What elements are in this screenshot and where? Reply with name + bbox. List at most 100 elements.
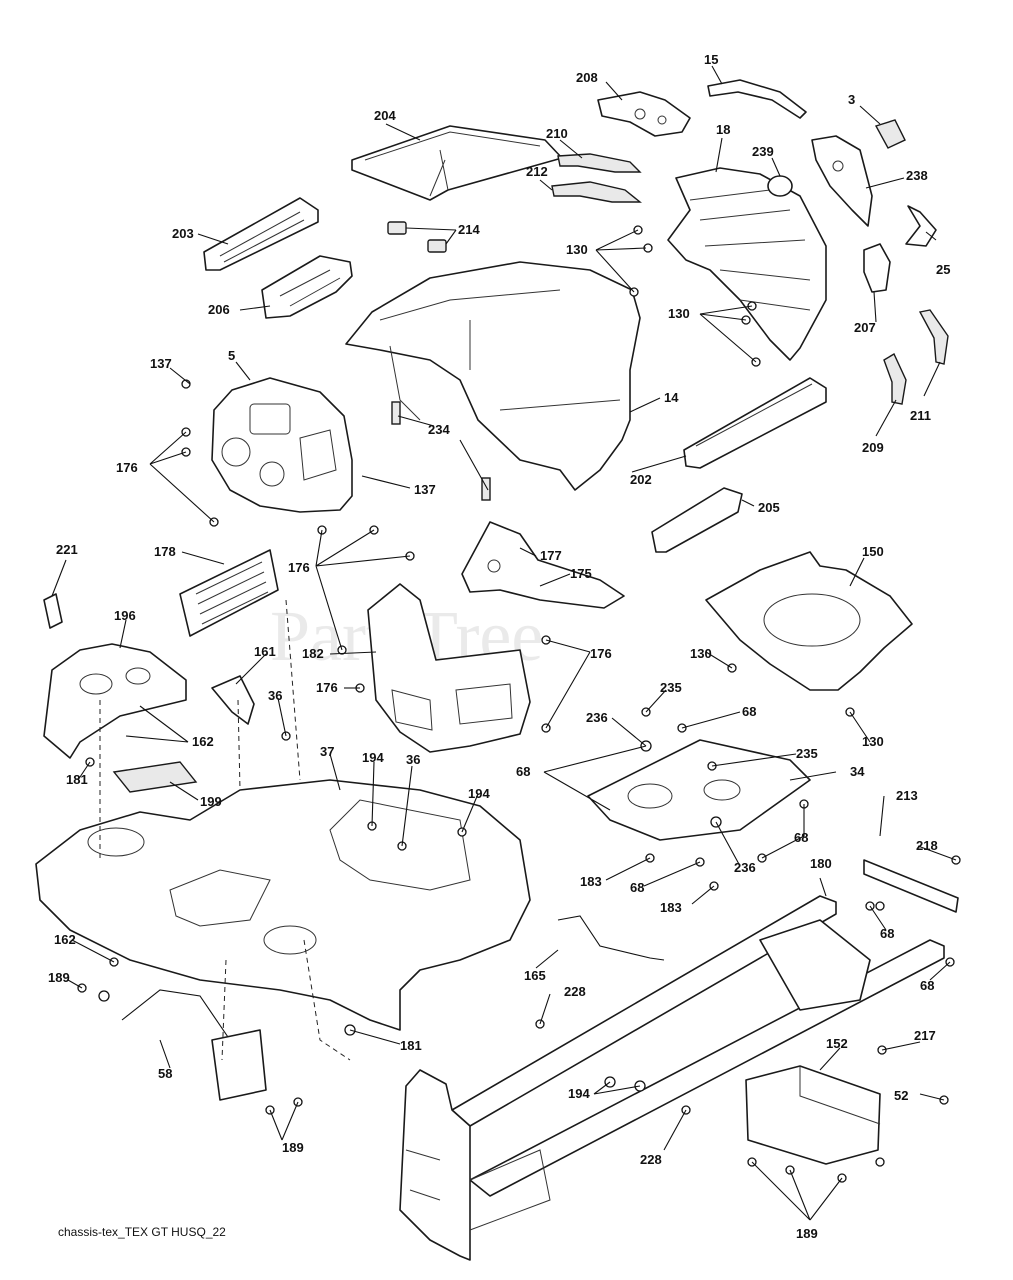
callout-183a[interactable]: 183 [580, 874, 602, 889]
part-180-frame-rail[interactable] [451, 895, 945, 1197]
callout-189b[interactable]: 189 [282, 1140, 304, 1155]
callout-204[interactable]: 204 [374, 108, 396, 123]
callout-214[interactable]: 214 [458, 222, 480, 237]
part-204-hood-panel[interactable] [351, 125, 563, 201]
callout-52[interactable]: 52 [894, 1088, 908, 1103]
callout-161[interactable]: 161 [254, 644, 276, 659]
callout-137a[interactable]: 137 [150, 356, 172, 371]
callout-34[interactable]: 34 [850, 764, 865, 779]
callout-210[interactable]: 210 [546, 126, 568, 141]
callout-130d[interactable]: 130 [862, 734, 884, 749]
part-3-emblem[interactable] [874, 119, 906, 149]
callout-130c[interactable]: 130 [690, 646, 712, 661]
part-218-bracket[interactable] [863, 859, 959, 913]
part-182-steering-support[interactable] [367, 583, 531, 753]
part-238-side-trim[interactable] [811, 135, 873, 227]
callout-176c[interactable]: 176 [590, 646, 612, 661]
part-239-disc[interactable] [767, 175, 793, 197]
callout-236a[interactable]: 236 [586, 710, 608, 725]
callout-239[interactable]: 239 [752, 144, 774, 159]
callout-203[interactable]: 203 [172, 226, 194, 241]
part-206-bracket[interactable] [261, 255, 353, 319]
callout-137b[interactable]: 137 [414, 482, 436, 497]
part-209-strip[interactable] [883, 352, 907, 405]
part-5-dash-console[interactable] [211, 377, 353, 513]
callout-175[interactable]: 175 [570, 566, 592, 581]
part-203-front-grille[interactable] [203, 197, 319, 271]
part-208-bracket[interactable] [597, 91, 691, 137]
callout-165[interactable]: 165 [524, 968, 546, 983]
callout-206[interactable]: 206 [208, 302, 230, 317]
callout-217[interactable]: 217 [914, 1028, 936, 1043]
part-178-grille-plate[interactable] [179, 549, 279, 637]
callout-209[interactable]: 209 [862, 440, 884, 455]
callout-130a[interactable]: 130 [566, 242, 588, 257]
callout-205[interactable]: 205 [758, 500, 780, 515]
callout-194b[interactable]: 194 [468, 786, 490, 801]
callout-234[interactable]: 234 [428, 422, 450, 437]
part-37-footrest-body[interactable] [35, 779, 531, 1031]
callout-181a[interactable]: 181 [66, 772, 88, 787]
callout-212[interactable]: 212 [526, 164, 548, 179]
part-152-battery-tray[interactable] [745, 1065, 881, 1165]
callout-180[interactable]: 180 [810, 856, 832, 871]
part-14-hood[interactable] [345, 261, 641, 491]
callout-130b[interactable]: 130 [668, 306, 690, 321]
part-34-mount-plate[interactable] [587, 739, 811, 841]
callout-236b[interactable]: 236 [734, 860, 756, 875]
callout-3[interactable]: 3 [848, 92, 855, 107]
part-210-grille-strip[interactable] [557, 153, 642, 173]
callout-68a[interactable]: 68 [742, 704, 756, 719]
callout-58[interactable]: 58 [158, 1066, 172, 1081]
callout-199[interactable]: 199 [200, 794, 222, 809]
callout-162a[interactable]: 162 [192, 734, 214, 749]
part-221-bracket[interactable] [43, 593, 63, 629]
part-234-strip[interactable] [391, 401, 491, 501]
callout-202[interactable]: 202 [630, 472, 652, 487]
callout-194c[interactable]: 194 [568, 1086, 590, 1101]
part-150-fender[interactable] [705, 551, 913, 691]
callout-68e[interactable]: 68 [880, 926, 894, 941]
callout-182[interactable]: 182 [302, 646, 324, 661]
callout-176b[interactable]: 176 [288, 560, 310, 575]
callout-189c[interactable]: 189 [796, 1226, 818, 1241]
callout-68c[interactable]: 68 [794, 830, 808, 845]
callout-189a[interactable]: 189 [48, 970, 70, 985]
part-211-strip[interactable] [918, 309, 949, 365]
callout-150[interactable]: 150 [862, 544, 884, 559]
callout-152[interactable]: 152 [826, 1036, 848, 1051]
callout-162b[interactable]: 162 [54, 932, 76, 947]
callout-176d[interactable]: 176 [316, 680, 338, 695]
part-25-trim[interactable] [905, 205, 937, 247]
part-196-console[interactable] [43, 643, 187, 759]
callout-208[interactable]: 208 [576, 70, 598, 85]
part-199-plate[interactable] [112, 761, 198, 793]
callout-213[interactable]: 213 [896, 788, 918, 803]
part-58-harness[interactable] [121, 989, 267, 1101]
part-202-front-panel[interactable] [683, 377, 827, 469]
callout-15[interactable]: 15 [704, 52, 718, 67]
part-175-bracket[interactable] [461, 521, 625, 609]
callout-221[interactable]: 221 [56, 542, 78, 557]
callout-181b[interactable]: 181 [400, 1038, 422, 1053]
callout-5[interactable]: 5 [228, 348, 235, 363]
part-165-rod[interactable] [557, 915, 665, 961]
part-18-dash-panel[interactable] [667, 167, 827, 361]
callout-14[interactable]: 14 [664, 390, 679, 405]
part-205-panel[interactable] [651, 487, 743, 553]
part-207-bracket[interactable] [863, 243, 891, 293]
callout-36a[interactable]: 36 [268, 688, 282, 703]
callout-194a[interactable]: 194 [362, 750, 384, 765]
callout-18[interactable]: 18 [716, 122, 730, 137]
callout-235a[interactable]: 235 [660, 680, 682, 695]
callout-218[interactable]: 218 [916, 838, 938, 853]
callout-176a[interactable]: 176 [116, 460, 138, 475]
callout-211[interactable]: 211 [910, 408, 931, 423]
callout-238[interactable]: 238 [906, 168, 928, 183]
callout-68b[interactable]: 68 [516, 764, 530, 779]
callout-68f[interactable]: 68 [920, 978, 934, 993]
part-161-bracket[interactable] [211, 675, 255, 725]
callout-25[interactable]: 25 [936, 262, 950, 277]
callout-235b[interactable]: 235 [796, 746, 818, 761]
callout-178[interactable]: 178 [154, 544, 176, 559]
